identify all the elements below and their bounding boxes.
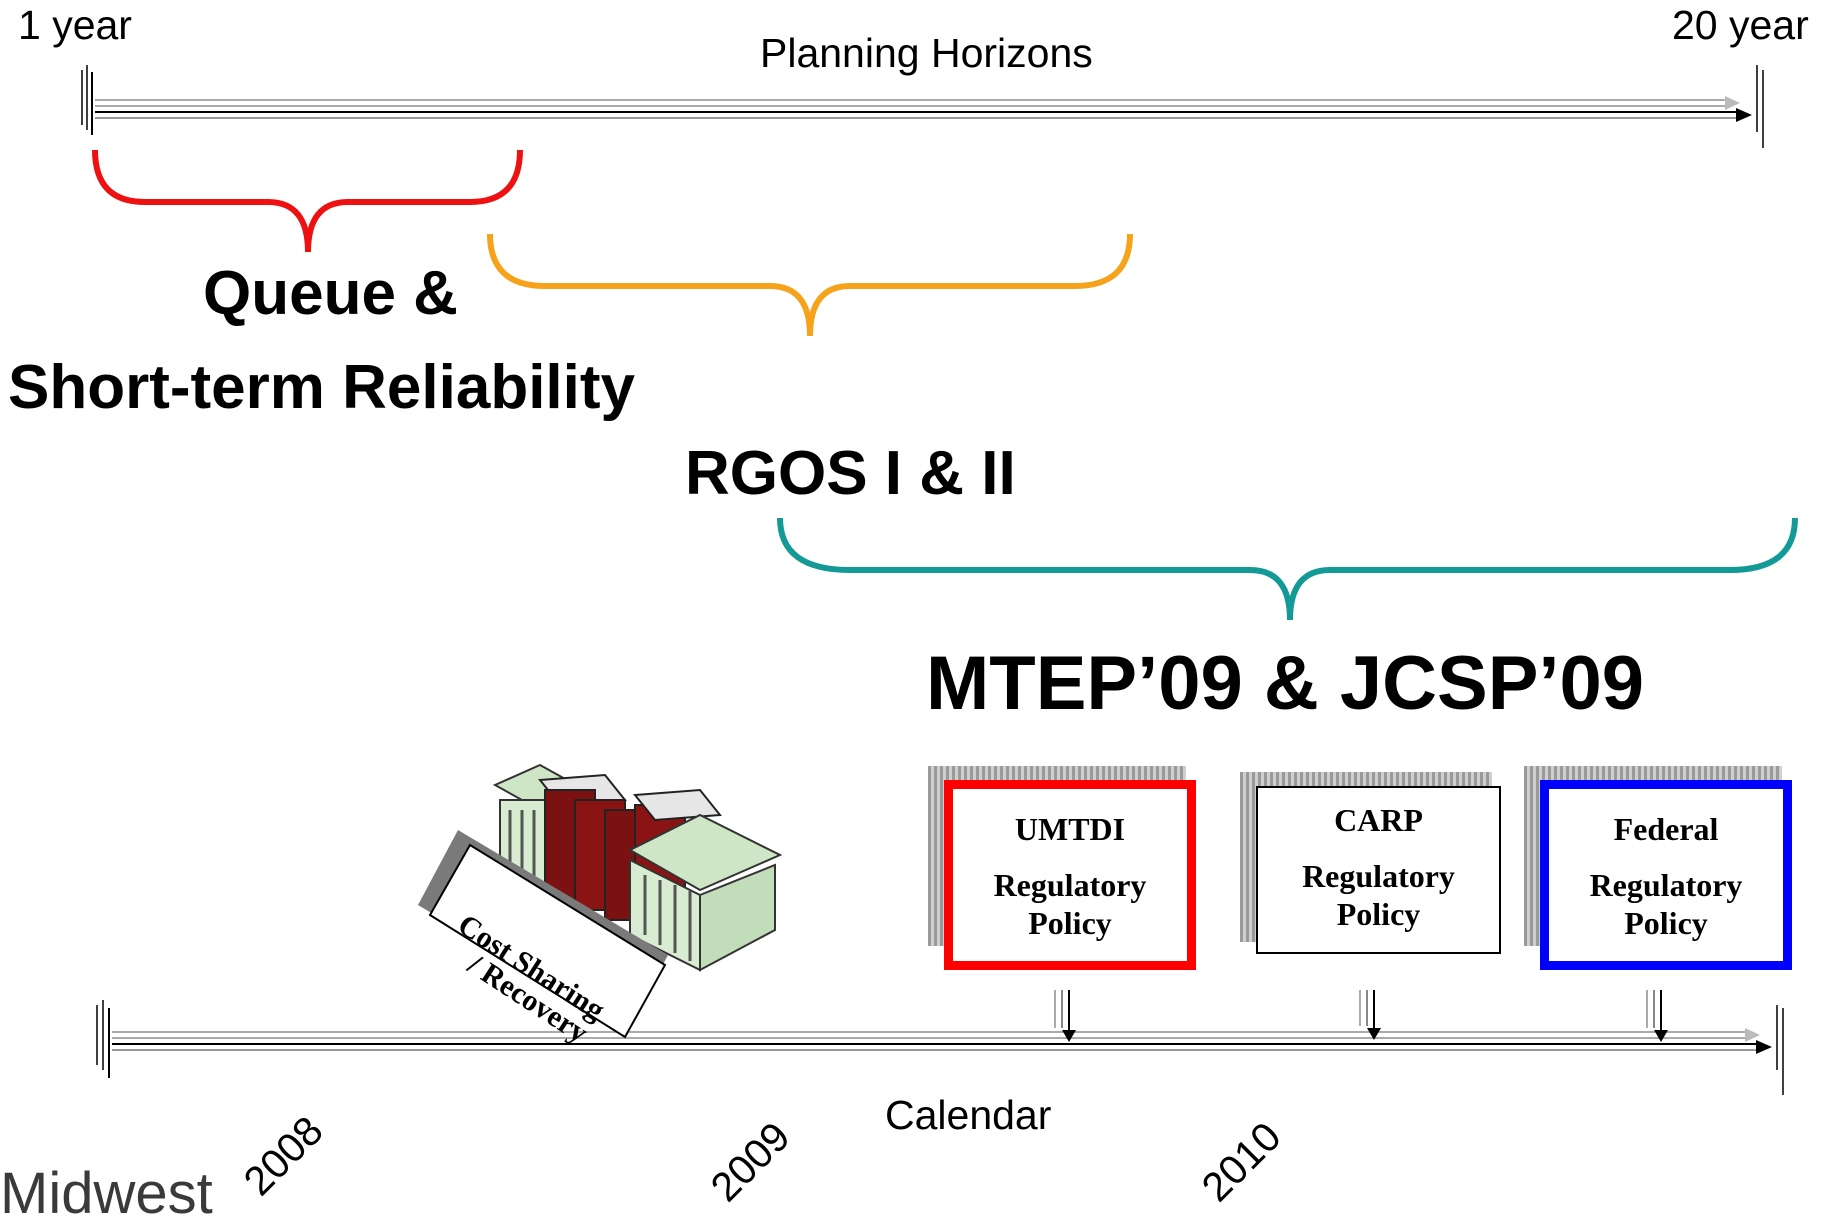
mtep-jcsp-label: MTEP’09 & JCSP’09 bbox=[926, 641, 1645, 726]
year-label-2010: 2010 bbox=[1192, 1113, 1290, 1211]
milestone-box-carp: CARP Regulatory Policy bbox=[1256, 786, 1501, 954]
planning-horizon-axis bbox=[81, 65, 1764, 148]
queue-label-line2: Short-term Reliability bbox=[8, 353, 635, 422]
milestone-subtitle: Regulatory Policy bbox=[1589, 867, 1743, 941]
rgos-bracket bbox=[487, 233, 1133, 337]
queue-bracket bbox=[92, 149, 523, 253]
midwest-iso-logo: Midwest bbox=[0, 1160, 213, 1227]
planning-start-label: 1 year bbox=[18, 2, 132, 48]
milestone-title: CARP bbox=[1334, 802, 1423, 838]
courthouse-books-illustration bbox=[418, 763, 783, 1039]
calendar-axis bbox=[96, 990, 1784, 1095]
milestone-subtitle: Regulatory Policy bbox=[1302, 858, 1455, 932]
horizon-brackets bbox=[92, 149, 1798, 621]
year-label-2008: 2008 bbox=[234, 1107, 332, 1205]
milestone-box-umtdi: UMTDI Regulatory Policy bbox=[944, 780, 1196, 970]
milestone-title: Federal bbox=[1613, 811, 1719, 847]
milestone-subtitle: Regulatory Policy bbox=[993, 867, 1147, 941]
milestone-box-federal: Federal Regulatory Policy bbox=[1540, 780, 1792, 970]
logo-text: Midwest bbox=[0, 1161, 213, 1226]
rgos-label: RGOS I & II bbox=[685, 439, 1016, 508]
queue-label-line1: Queue & bbox=[203, 259, 458, 328]
planning-horizons-title: Planning Horizons bbox=[760, 30, 1093, 76]
milestone-title: UMTDI bbox=[1014, 811, 1126, 847]
mtep-bracket bbox=[777, 517, 1798, 621]
year-label-2009: 2009 bbox=[701, 1113, 799, 1211]
planning-end-label: 20 year bbox=[1672, 2, 1809, 48]
calendar-title: Calendar bbox=[885, 1092, 1052, 1138]
